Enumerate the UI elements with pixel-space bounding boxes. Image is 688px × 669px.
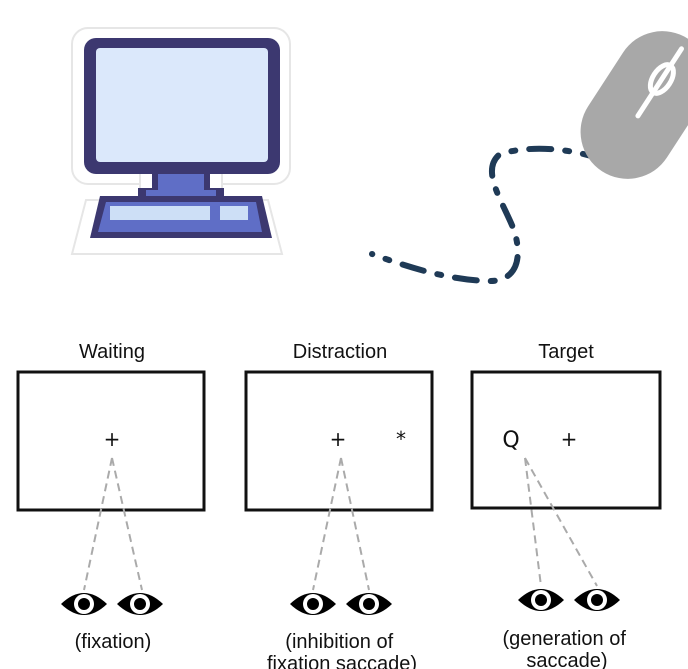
caption-line: fixation saccade): [267, 653, 417, 669]
caption-line: (generation of: [503, 628, 627, 650]
eyes-pair: [518, 589, 620, 611]
fixation-cross: +: [104, 427, 121, 451]
stimulus-screen: [470, 370, 662, 510]
eye-icon: [290, 593, 336, 615]
eye-icon: [518, 589, 564, 611]
gaze-lines: [312, 457, 370, 591]
computer-mouse-icon: [369, 31, 688, 285]
panel-target: Target Q + (generation of saccade): [470, 341, 662, 669]
eyes-pair: [290, 593, 392, 615]
gaze-lines: [83, 457, 143, 591]
target-letter: Q: [502, 428, 519, 453]
stimulus-screen: [244, 370, 434, 512]
distractor-asterisk: *: [396, 427, 406, 451]
caption-line: (fixation): [75, 631, 152, 653]
eyes-pair: [61, 593, 163, 615]
panel-title: Waiting: [79, 341, 145, 363]
gaze-lines: [524, 457, 598, 587]
panel-caption: (fixation): [75, 631, 152, 653]
panel-waiting: Waiting + (fixation): [16, 341, 206, 653]
desktop-computer-icon: [70, 27, 291, 255]
caption-line: saccade): [526, 650, 607, 669]
eye-icon: [61, 593, 107, 615]
eye-icon: [574, 589, 620, 611]
stimulus-screen: [16, 370, 206, 512]
fixation-cross: +: [561, 427, 578, 451]
panel-title: Distraction: [293, 341, 387, 363]
panel-distraction: Distraction + * (inhibition of fixation …: [244, 341, 434, 669]
fixation-cross: +: [330, 427, 347, 451]
eye-icon: [117, 593, 163, 615]
eye-icon: [346, 593, 392, 615]
caption-line: (inhibition of: [285, 631, 393, 653]
panel-title: Target: [538, 341, 594, 363]
panel-caption: (generation of saccade): [503, 628, 632, 669]
mouse-cord: [369, 145, 607, 285]
panel-caption: (inhibition of fixation saccade): [267, 631, 417, 669]
